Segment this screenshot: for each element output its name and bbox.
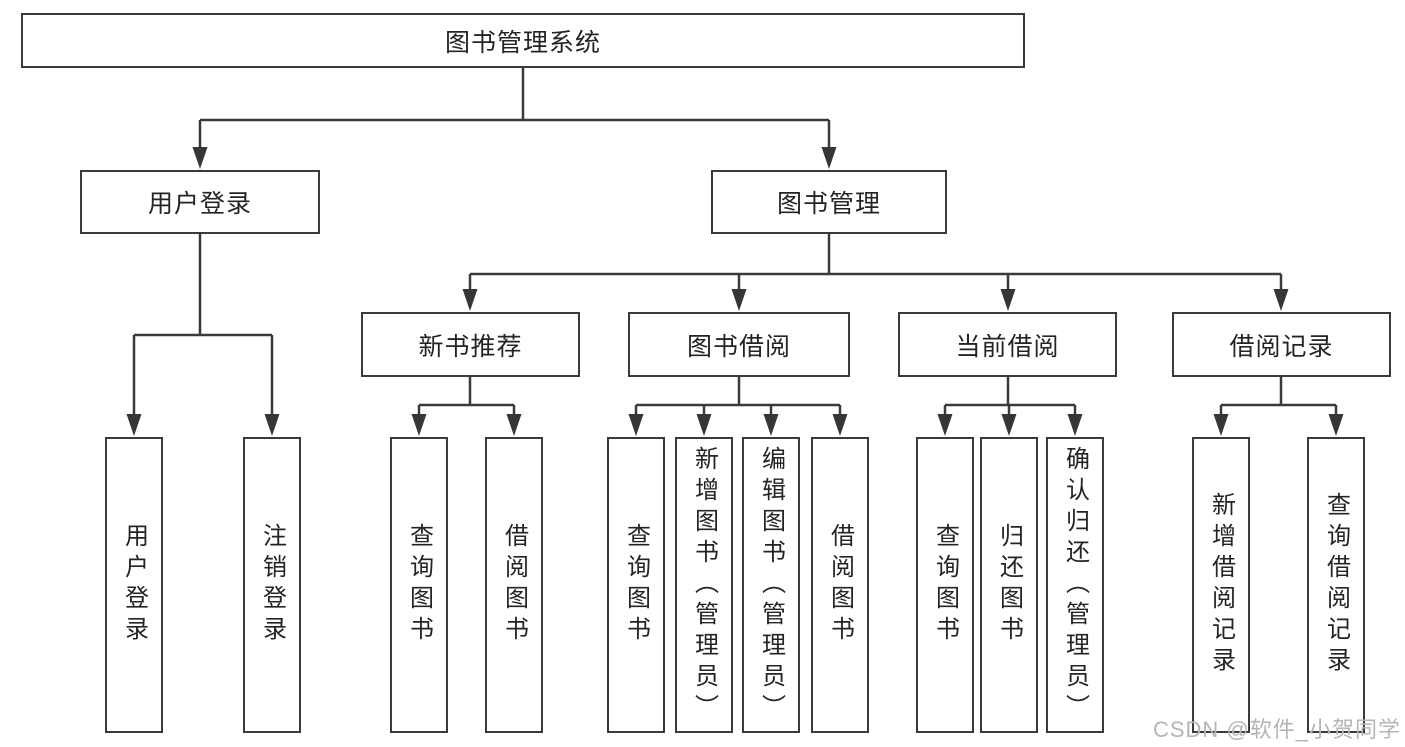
- node-new-book-recommendation: 新书推荐: [361, 312, 580, 377]
- node-book-borrowing: 图书借阅: [628, 312, 850, 377]
- leaf-logout: 注销登录: [243, 437, 301, 733]
- leaf-query-books-borrow: 查询图书: [607, 437, 665, 733]
- leaf-user-login: 用户登录: [105, 437, 163, 733]
- csdn-watermark: CSDN @软件_小贺同学: [1152, 717, 1401, 742]
- node-current-borrowing: 当前借阅: [898, 312, 1117, 377]
- node-book-management: 图书管理: [711, 170, 947, 234]
- leaf-borrow-books-recommend: 借阅图书: [485, 437, 543, 733]
- arrowheads: [126, 147, 1344, 436]
- leaf-edit-books-admin: 编辑图书（管理员）: [742, 437, 800, 733]
- leaf-query-books-recommend: 查询图书: [390, 437, 448, 733]
- leaf-query-borrow-record: 查询借阅记录: [1307, 437, 1365, 733]
- leaf-add-borrow-record: 新增借阅记录: [1192, 437, 1250, 733]
- leaf-confirm-return-admin: 确认归还（管理员）: [1046, 437, 1104, 733]
- node-borrowing-records: 借阅记录: [1172, 312, 1391, 377]
- node-user-login: 用户登录: [80, 170, 320, 234]
- leaf-add-books-admin: 新增图书（管理员）: [675, 437, 733, 733]
- leaf-query-books-current: 查询图书: [916, 437, 974, 733]
- leaf-return-books: 归还图书: [980, 437, 1038, 733]
- leaf-borrow-books: 借阅图书: [811, 437, 869, 733]
- node-library-management-system: 图书管理系统: [21, 13, 1025, 68]
